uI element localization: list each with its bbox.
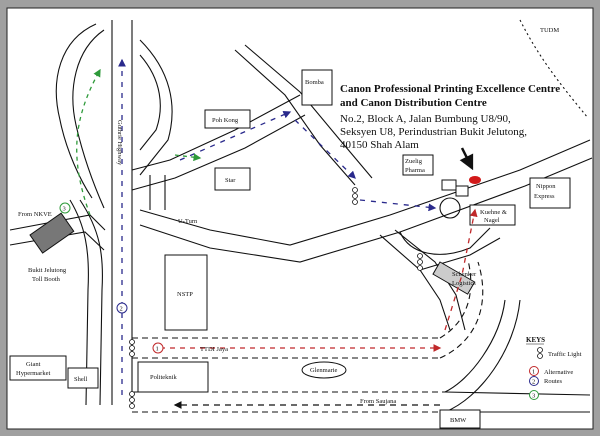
label-giant-1: Giant (26, 361, 41, 368)
label-ttdi-jaya: TTDI Jaya (200, 346, 228, 353)
label-u-turn: U-Turn (178, 218, 198, 225)
label-nippon-2: Express (534, 193, 555, 200)
label-guthrie-highway: Guthrie Highway (116, 120, 123, 166)
route-2-marker (116, 302, 128, 314)
label-schenker-2: Logistics (452, 280, 476, 287)
route-2-number: 2 (120, 306, 123, 313)
star-box (214, 167, 251, 191)
label-nstp: NSTP (177, 291, 193, 298)
poh-kong-box (204, 109, 251, 129)
label-kuehne-2: Nagel (484, 217, 500, 224)
bmw-box (439, 409, 481, 429)
destination-arrow-icon (459, 147, 474, 171)
key-route-1: 1 (532, 369, 535, 376)
title-line-1: Canon Professional Printing Excellence C… (340, 83, 560, 95)
label-giant-2: Hypermarket (16, 370, 50, 377)
giant-box (9, 355, 67, 381)
label-from-nkve: From NKVE (18, 211, 52, 218)
label-schenker-1: Schenker (452, 271, 477, 278)
routes (76, 58, 478, 409)
label-star: Star (225, 177, 236, 184)
label-poh-kong: Poh Kong (212, 117, 239, 124)
route-markers (59, 202, 539, 400)
label-nippon-1: Nippon (536, 183, 556, 190)
key-alternative-2: Routes (544, 378, 563, 385)
key-title: KEYS (526, 336, 545, 344)
traffic-lights (129, 187, 543, 409)
key-route-3: 3 (532, 393, 535, 400)
label-kuehne-1: Kuehne & (480, 209, 507, 216)
label-bukit-1: Bukit Jelutong (28, 267, 67, 274)
label-from-saujana: From Saujana (360, 398, 396, 405)
schenker-building (432, 261, 476, 295)
politeknik-box (137, 361, 209, 393)
key-alternative-1: Alternative (544, 369, 573, 376)
destination-marker (469, 176, 481, 184)
key-traffic-light: Traffic Light (548, 351, 582, 358)
route-3-number: 3 (63, 206, 66, 213)
address-line-1: No.2, Block A, Jalan Bumbung U8/90, (340, 113, 511, 125)
address-line-2: Seksyen U8, Perindustrian Bukit Jelutong… (340, 126, 527, 138)
bomba-box (301, 69, 333, 106)
label-zuellig-2: Pharma (405, 167, 425, 174)
label-shell: Shell (74, 376, 88, 383)
label-zuellig-1: Zuelig (405, 158, 423, 165)
nippon-box (529, 177, 571, 209)
glenmarie-oval (301, 361, 347, 379)
buildings (9, 69, 571, 429)
zuellig-box (402, 154, 434, 176)
route-3 (76, 68, 101, 216)
title-line-2: and Canon Distribution Centre (340, 97, 487, 109)
key-route-2: 2 (532, 379, 535, 386)
label-politeknik: Politeknik (150, 374, 177, 381)
label-bukit-2: Toll Booth (32, 276, 61, 283)
shell-box (67, 367, 99, 389)
route-3-marker (59, 202, 71, 214)
route-1-number: 1 (156, 346, 159, 353)
toll-booth (29, 212, 75, 254)
label-bmw: BMW (450, 417, 467, 424)
road-network (9, 19, 593, 413)
label-glenmarie: Glenmarie (310, 367, 338, 374)
label-tudm: TUDM (540, 27, 559, 34)
nstp-box (164, 254, 208, 331)
address-line-3: 40150 Shah Alam (340, 139, 419, 151)
label-bomba: Bomba (305, 79, 324, 86)
route-1-marker (152, 342, 164, 354)
